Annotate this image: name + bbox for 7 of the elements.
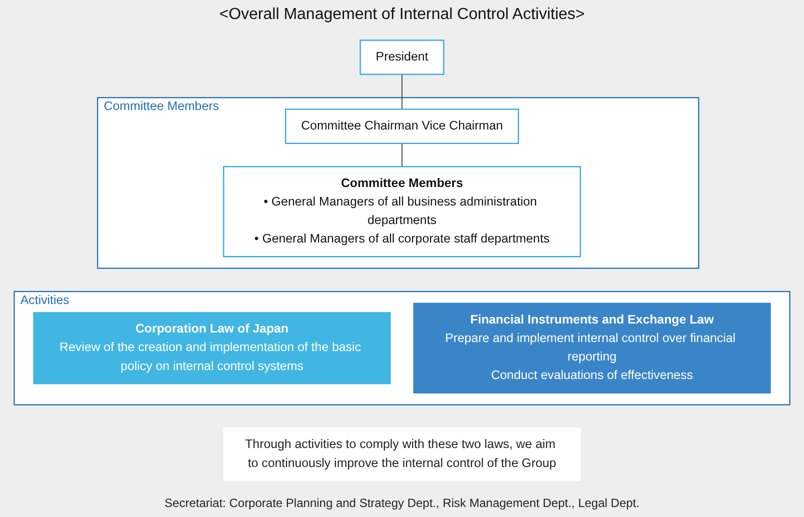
- diagram-title: <Overall Management of Internal Control Activities>: [219, 6, 585, 24]
- note-text: Secretariat: Corporate Planning and Strategy Dept., Risk Management Dept., Legal Dept.: [164, 496, 640, 510]
- node-box: Committee Members • General Managers of all business administration departments • General Managers of all corporate staff departments: [223, 166, 581, 258]
- node-box: Corporation Law of Japan Review of the creation and implementation of the basic policy on internal control systems: [33, 312, 391, 384]
- node-box: Financial Instruments and Exchange Law Prepare and implement internal control over financial reporting Conduct evaluations of effectiveness: [413, 302, 771, 394]
- node-box: Committee Chairman Vice Chairman: [284, 108, 520, 144]
- node-box: President: [360, 40, 444, 75]
